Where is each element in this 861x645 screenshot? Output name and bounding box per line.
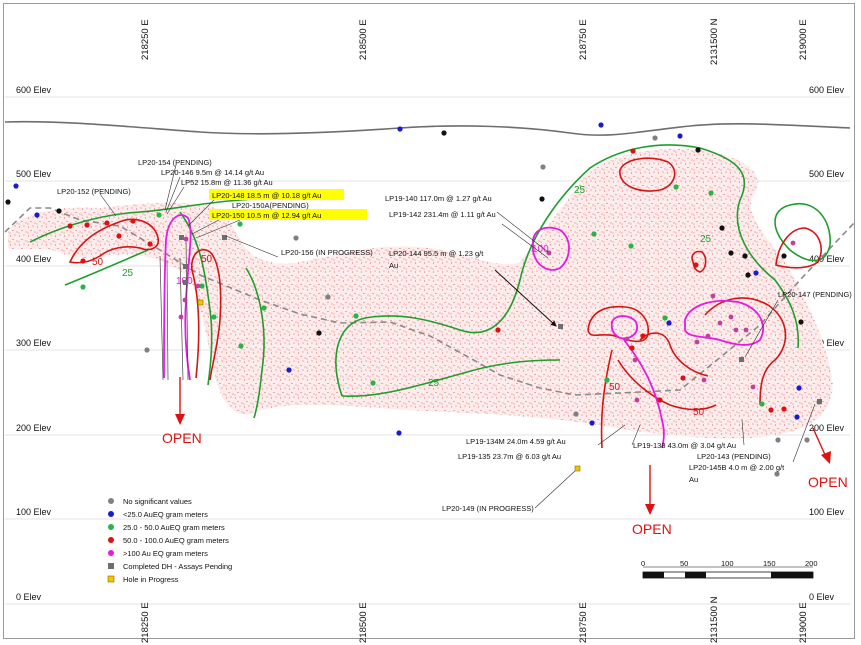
label-lp20-156: LP20-156 (IN PROGRESS) [281, 248, 373, 257]
contour-label-50: 50 [201, 254, 213, 265]
elev-label: 500 Elev [16, 169, 52, 179]
highlight-lp20-150 [209, 209, 367, 220]
label-lp20-148: LP20-148 18.5 m @ 10.18 g/t Au [212, 191, 321, 200]
legend-label: >100 Au EQ gram meters [123, 549, 208, 558]
label-lp20-144-unit: Au [389, 261, 398, 270]
elev-label: 100 Elev [809, 507, 845, 517]
elev-label: 400 Elev [16, 254, 52, 264]
label-lp20-147: LP20-147 (PENDING) [778, 290, 852, 299]
contour-label-25: 25 [574, 185, 586, 196]
legend-label: Completed DH - Assays Pending [123, 562, 232, 571]
label-lp20-150: LP20-150 10.5 m @ 12.94 g/t Au [212, 211, 321, 220]
scale-tick: 150 [763, 559, 776, 568]
elevation-labels-left: 600 Elev 500 Elev 400 Elev 300 Elev 200 … [16, 85, 52, 602]
easting-label: 219000 E [798, 602, 809, 643]
elev-label: 0 Elev [16, 592, 42, 602]
contour-label-100: 100 [532, 244, 549, 255]
open-label-west: OPEN [162, 430, 202, 446]
scale-tick: 50 [680, 559, 688, 568]
legend: No significant values <25.0 AuEQ gram me… [107, 497, 232, 584]
easting-labels-top: 218250 E 218500 E 218750 E 2131500 N 219… [140, 18, 809, 65]
mineralized-zone-west [8, 149, 833, 439]
label-lp19-138: LP19-138 43.0m @ 3.04 g/t Au [633, 441, 736, 450]
label-lp52: LP52 15.8m @ 11.36 g/t Au [181, 178, 273, 187]
easting-label: 218500 E [358, 602, 369, 643]
contour-50-group [68, 157, 822, 449]
scale-bar: 0 50 100 150 200 [641, 559, 818, 579]
elev-label: 600 Elev [809, 85, 845, 95]
label-lp20-149: LP20-149 (IN PROGRESS) [442, 504, 534, 513]
legend-label: No significant values [123, 497, 192, 506]
contour-25-group [29, 144, 831, 419]
lp20-144-arrow [494, 269, 557, 327]
elev-label: 200 Elev [16, 423, 52, 433]
label-lp20-144: LP20-144 95.5 m @ 1.23 g/t [389, 249, 484, 258]
elev-label: 200 Elev [809, 423, 845, 433]
elev-label: 300 Elev [16, 338, 52, 348]
open-label-center: OPEN [632, 521, 672, 537]
label-lp19-142: LP19-142 231.4m @ 1.11 g/t Au [389, 210, 496, 219]
contour-label-25: 25 [428, 378, 440, 389]
easting-label: 218250 E [140, 19, 151, 60]
legend-label: <25.0 AuEQ gram meters [123, 510, 208, 519]
elev-label: 600 Elev [16, 85, 52, 95]
easting-label: 219000 E [798, 19, 809, 60]
open-arrows [175, 377, 831, 515]
scale-tick: 200 [805, 559, 818, 568]
sample-points [5, 122, 822, 477]
elev-label: 500 Elev [809, 169, 845, 179]
scale-tick: 0 [641, 559, 645, 568]
label-lp19-135: LP19-135 23.7m @ 6.03 g/t Au [458, 452, 561, 461]
highlight-lp20-148 [209, 189, 344, 200]
easting-label: 218750 E [578, 602, 589, 643]
easting-label: 2131500 N [709, 18, 720, 65]
label-lp20-150a: LP20-150A(PENDING) [232, 201, 309, 210]
label-lp20-152: LP20-152 (PENDING) [57, 187, 131, 196]
contour-100-group [163, 214, 764, 449]
legend-swatch-no-values [108, 498, 114, 504]
scale-tick: 100 [721, 559, 734, 568]
easting-label: 2131500 N [709, 596, 720, 643]
label-leaders [99, 164, 816, 509]
section-trace-dashed [4, 207, 856, 396]
label-lp19-134m: LP19-134M 24.0m 4.59 g/t Au [466, 437, 566, 446]
easting-label: 218750 E [578, 19, 589, 60]
label-lp20-145b-unit: Au [689, 475, 698, 484]
contour-label-25: 25 [700, 234, 712, 245]
contour-label-50: 50 [693, 407, 705, 418]
elev-label: 0 Elev [809, 592, 835, 602]
legend-label: Hole in Progress [123, 575, 179, 584]
open-label-east: OPEN [808, 474, 848, 490]
legend-swatch-50-100 [108, 537, 114, 543]
elev-label: 100 Elev [16, 507, 52, 517]
contour-label-50: 50 [92, 257, 104, 268]
legend-label: 25.0 - 50.0 AuEQ gram meters [123, 523, 225, 532]
easting-label: 218500 E [358, 19, 369, 60]
topography-line [4, 120, 851, 136]
label-lp20-145b: LP20-145B 4.0 m @ 2.00 g/t [689, 463, 785, 472]
label-lp19-140: LP19-140 117.0m @ 1.27 g/t Au [385, 194, 492, 203]
legend-swatch-in-progress [107, 575, 115, 583]
easting-labels-bottom: 218250 E 218500 E 218750 E 2131500 N 219… [140, 596, 809, 643]
elev-label: 400 Elev [809, 254, 845, 264]
legend-swatch-lt25 [108, 511, 114, 517]
contour-label-25: 25 [122, 268, 134, 279]
legend-swatch-gt100 [108, 550, 114, 556]
label-lp20-143: LP20-143 (PENDING) [697, 452, 771, 461]
elevation-labels-right: 600 Elev 500 Elev 400 Elev 300 Elev 200 … [809, 85, 845, 602]
legend-swatch-pending [108, 563, 114, 569]
legend-swatch-25-50 [108, 524, 114, 530]
label-lp20-146: LP20-146 9.5m @ 14.14 g/t Au [161, 168, 264, 177]
legend-label: 50.0 - 100.0 AuEQ gram meters [123, 536, 229, 545]
contour-label-50: 50 [609, 382, 621, 393]
elev-label: 300 Elev [809, 338, 845, 348]
drill-hole-labels: LP20-154 (PENDING) LP20-146 9.5m @ 14.14… [57, 158, 852, 513]
label-lp20-154: LP20-154 (PENDING) [138, 158, 212, 167]
easting-label: 218250 E [140, 602, 151, 643]
